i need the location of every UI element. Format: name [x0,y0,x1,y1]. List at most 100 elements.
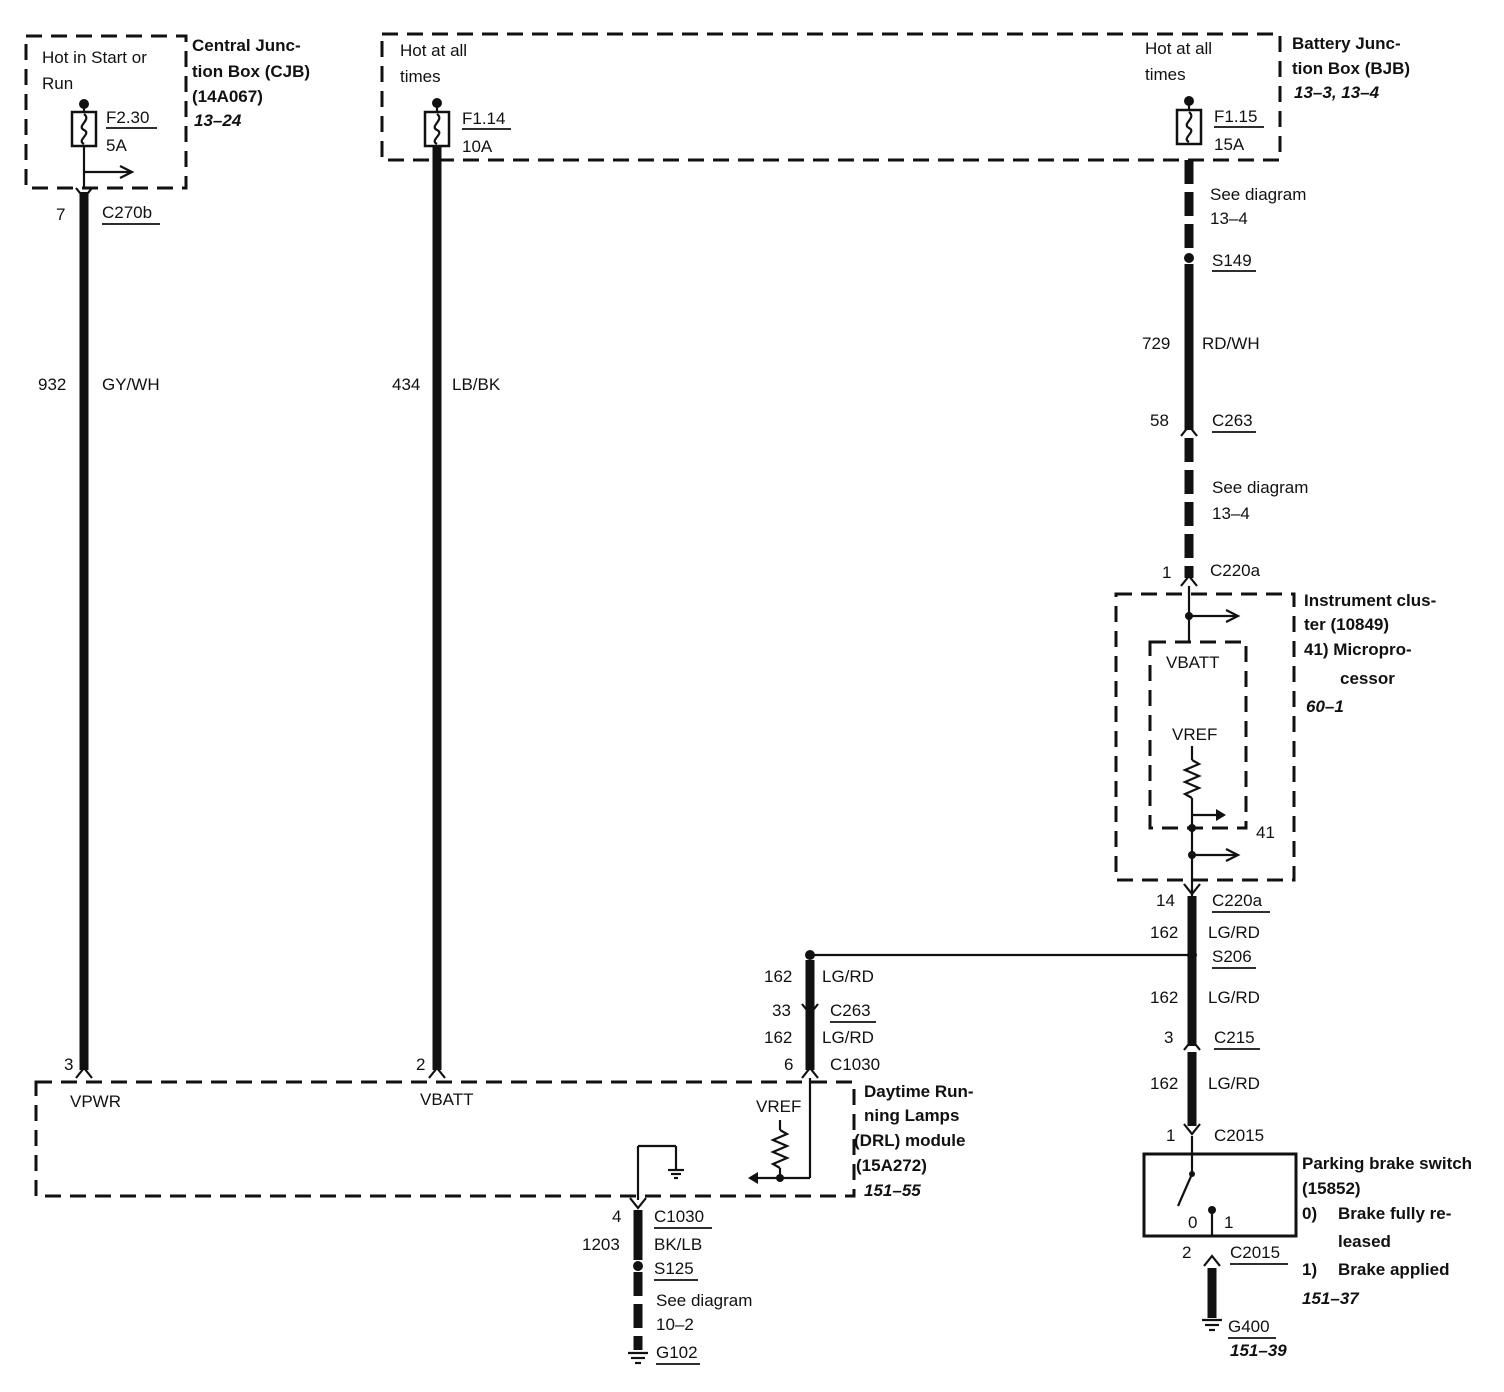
see-diagram-ref: 13–4 [1210,209,1248,228]
junction-dot [805,950,815,960]
drl-title-4: (15A272) [856,1156,927,1175]
microprocessor-box [1148,640,1248,830]
cjb-fuse-id: F2.30 [106,108,149,127]
circuit-162-number: 162 [1150,988,1178,1007]
switch-state-1-num: 1) [1302,1260,1317,1279]
instrument-cluster: VBATT VREF 41 Instrument clus- ter (1084… [1114,586,1436,900]
circuit-162-color: LG/RD [1208,988,1260,1007]
switch-c2015-pin: 2 [1182,1243,1191,1262]
bjb-hot-left: Hot at all [400,41,467,60]
drl-module: VREF Daytime Run- ning Lamps (DRL) modul… [34,1078,974,1200]
central-junction-box: Hot in Start or Run F2.30 5A Central Jun… [24,34,310,190]
switch-blade-icon [1176,1173,1194,1207]
cjb-title-2: tion Box (CJB) [192,62,310,81]
connector-chevron-icon [428,1066,446,1079]
c215-pin: 3 [1164,1028,1173,1047]
drl-vref: VREF [756,1097,801,1116]
switch-state-0-num: 0) [1302,1204,1317,1223]
resistor-icon [770,1129,790,1169]
connector-chevron-icon [1180,424,1198,437]
splice-s149 [1184,253,1194,263]
ground-icon [1202,1318,1222,1332]
cluster-title-2: ter (10849) [1304,615,1389,634]
arrow-right-icon [1225,848,1241,862]
junction-dot [776,1174,784,1182]
splice-s149-label: S149 [1212,251,1252,270]
c1030-ground-connector: C1030 [654,1207,704,1226]
connector-chevron-icon [1183,1123,1201,1136]
connector-chevron-icon [1183,883,1201,896]
c263-pin: 58 [1150,411,1169,430]
circuit-932: 7 C270b 932 GY/WH 3 VPWR [38,187,160,1111]
cjb-hot-label: Hot in Start or [42,48,147,67]
splice-s125 [633,1261,643,1271]
connector-chevron-icon [75,187,93,200]
switch-ref: 151–37 [1302,1289,1360,1308]
ground-g400-ref: 151–39 [1230,1341,1287,1360]
c1030-pin: 6 [784,1055,793,1074]
fuse-element-icon [1185,111,1193,143]
junction-dot [1188,824,1196,832]
battery-junction-box: Hot at all times F1.14 10A Hot at all ti… [380,32,1410,162]
connector-chevron-icon [801,1066,819,1079]
splice-s125-label: S125 [654,1259,694,1278]
drl-title-3: (DRL) module [854,1131,965,1150]
circuit-434: 434 LB/BK 2 VBATT [392,146,501,1109]
c263-left-pin: 33 [772,1001,791,1020]
circuit-729: See diagram 13–4 S149 729 RD/WH 58 C263 … [1142,160,1308,587]
switch-state-0-2: leased [1338,1232,1391,1251]
see-diagram-ref: 13–4 [1212,504,1250,523]
cluster-box [1114,592,1296,882]
bjb-fuse-right-rating: 15A [1214,135,1245,154]
circuit-434-number: 434 [392,375,420,394]
comparator-icon [748,1172,758,1184]
see-diagram-label: See diagram [1212,478,1308,497]
c220a-out-pin: 14 [1156,891,1175,910]
c220a-pin: 1 [1162,563,1171,582]
see-diagram-ref: 10–2 [656,1315,694,1334]
switch-state-0: Brake fully re- [1338,1204,1451,1223]
c2015-pin: 1 [1166,1126,1175,1145]
bjb-ref: 13–3, 13–4 [1294,83,1380,102]
cluster-vbatt: VBATT [1166,653,1220,672]
cluster-title: Instrument clus- [1304,591,1436,610]
circuit-932-color: GY/WH [102,375,160,394]
c1030-connector: C1030 [830,1055,880,1074]
circuit-162-left: 162 LG/RD 33 C263 162 LG/RD 6 C1030 [764,950,880,1079]
cjb-hot-label-2: Run [42,74,73,93]
ground-g400: G400 [1228,1317,1270,1336]
arrow-right-icon [1225,609,1241,623]
switch-box [1142,1152,1298,1238]
drl-pin-3: 3 [64,1055,73,1074]
cluster-ref: 60–1 [1306,697,1344,716]
circuit-162-color: LG/RD [1208,923,1260,942]
splice-s206-label: S206 [1212,947,1252,966]
c1030-ground-pin: 4 [612,1207,621,1226]
drl-title-2: ning Lamps [864,1106,959,1125]
circuit-729-number: 729 [1142,334,1170,353]
switch-title-2: (15852) [1302,1179,1361,1198]
drl-ref: 151–55 [864,1181,921,1200]
cjb-title: Central Junc- [192,36,301,55]
bjb-hot-left-2: times [400,67,441,86]
connector-chevron-icon [75,1066,93,1079]
bjb-fuse-right-id: F1.15 [1214,107,1257,126]
cjb-box [24,34,188,190]
bjb-hot-right: Hot at all [1145,39,1212,58]
circuit-932-number: 932 [38,375,66,394]
drl-title: Daytime Run- [864,1082,974,1101]
connector-chevron-icon [1203,1254,1221,1267]
c2015-connector: C2015 [1214,1126,1264,1145]
c215-connector: C215 [1214,1028,1255,1047]
connector-chevron-icon [1180,574,1198,587]
drl-pin-2: 2 [416,1055,425,1074]
see-diagram-label: See diagram [1210,185,1306,204]
circuit-729-color: RD/WH [1202,334,1260,353]
circuit-162-color: LG/RD [822,1028,874,1047]
see-diagram-label: See diagram [656,1291,752,1310]
circuit-162-number: 162 [764,1028,792,1047]
comparator-icon [1216,809,1226,821]
drl-terminal-vpwr: VPWR [70,1092,121,1111]
c220a-out-connector: C220a [1212,891,1263,910]
